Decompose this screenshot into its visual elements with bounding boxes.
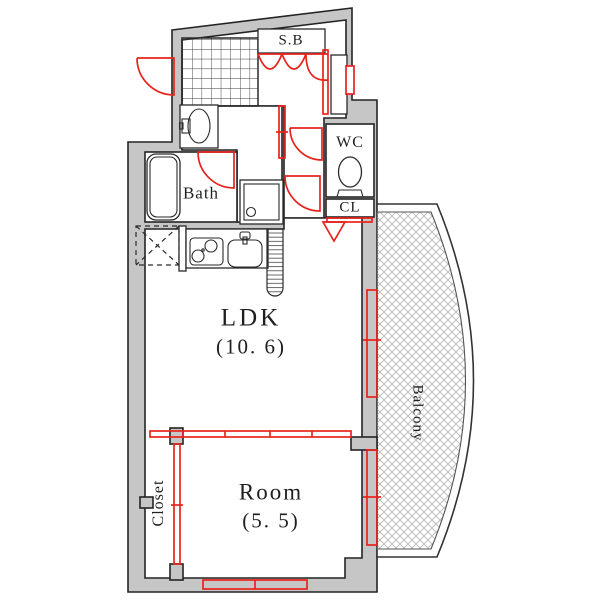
cl-door-marker	[321, 217, 373, 243]
entrance-tile	[181, 37, 259, 107]
bathtub	[146, 153, 181, 221]
wc-label: WC	[336, 134, 364, 151]
balcony-floor-hatch	[376, 211, 466, 550]
stove	[189, 237, 224, 266]
bath-door-swing	[197, 151, 235, 189]
ldk-room-sliding-partition	[149, 430, 352, 438]
bath-label: Bath	[182, 183, 220, 203]
ldk-area-label: (10. 6)	[216, 334, 286, 359]
entry-door	[322, 49, 355, 115]
hall-ldk-door-swing	[284, 175, 321, 212]
balcony-area	[376, 203, 475, 558]
cl-label: CL	[339, 199, 361, 216]
ldk-label: LDK	[220, 304, 282, 332]
kitchen-counter	[178, 225, 269, 272]
closet-sliding-doors	[171, 443, 183, 565]
washroom-sliding-door	[276, 105, 288, 159]
counter-return-hatch	[266, 228, 284, 297]
balcony-label: Balcony	[409, 384, 426, 442]
ldk-room-area	[144, 217, 363, 579]
closet-wall-stub	[139, 496, 154, 509]
vanity-sink	[178, 104, 219, 149]
room-area-label: (5. 5)	[242, 508, 300, 533]
shoe-box	[257, 28, 326, 54]
washing-machine-pan	[239, 179, 284, 225]
openings	[136, 49, 381, 590]
side-door-swing	[136, 57, 175, 96]
divider-stub-right	[350, 436, 378, 451]
wc-door-swing	[289, 127, 323, 161]
cl-area	[325, 198, 375, 218]
shoe-box-label: S.B	[278, 32, 304, 49]
closet-label: Closet	[150, 479, 167, 527]
room-window	[363, 449, 381, 546]
shoebox-folding-doors	[257, 51, 329, 81]
room-south-window	[202, 579, 308, 590]
refrigerator-space	[135, 225, 180, 266]
room-label: Room	[238, 479, 304, 505]
toilet	[336, 156, 364, 198]
closet-stub-bottom	[169, 563, 184, 581]
ldk-window	[363, 289, 381, 398]
kitchen-sink	[227, 231, 263, 268]
